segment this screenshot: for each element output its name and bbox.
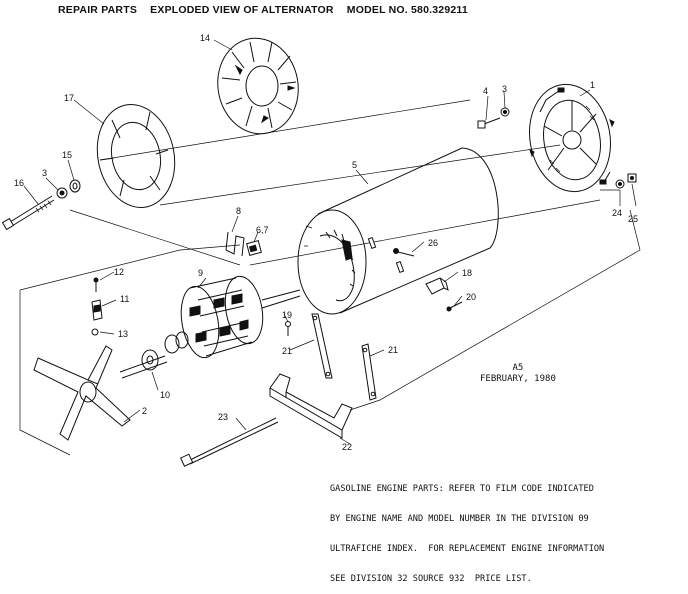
label-part-11: 11 — [120, 294, 129, 304]
part-18-bracket — [425, 277, 449, 295]
label-part-19: 19 — [282, 310, 292, 320]
revision-stamp: A5 FEBRUARY, 1980 — [480, 363, 556, 385]
label-part-13: 13 — [118, 329, 128, 339]
part-9-rotor — [164, 275, 301, 359]
label-part-2: 2 — [142, 406, 147, 416]
part-5-housing — [297, 147, 499, 315]
part-23-through-bolt — [180, 417, 279, 467]
label-part-24: 24 — [612, 208, 622, 218]
part-1-end-bell — [529, 83, 615, 193]
part-3-washer-right — [500, 107, 510, 117]
label-part-14: 14 — [200, 33, 210, 43]
label-part-4: 4 — [483, 86, 488, 96]
footnote-line-4: SEE DIVISION 32 SOURCE 932 PRICE LIST. — [330, 574, 532, 584]
label-part-10: 10 — [160, 390, 170, 400]
label-part-25: 25 — [628, 214, 638, 224]
label-part-20: 20 — [466, 292, 476, 302]
part-24-washer — [615, 179, 625, 189]
label-part-23: 23 — [218, 412, 228, 422]
label-part-21-right: 21 — [388, 345, 398, 355]
footnote: GASOLINE ENGINE PARTS: REFER TO FILM COD… — [330, 464, 686, 594]
label-part-22: 22 — [342, 442, 352, 452]
footnote-line-3: ULTRAFICHE INDEX. FOR REPLACEMENT ENGINE… — [330, 544, 605, 554]
exploded-view-diagram: 14 17 15 3 16 5 8 6,7 9 12 11 13 10 2 19… — [1, 33, 641, 467]
part-21-strap-left — [311, 313, 333, 379]
label-part-8: 8 — [236, 206, 241, 216]
part-25-nut — [627, 173, 637, 183]
part-labels: 14 17 15 3 16 5 8 6,7 9 12 11 13 10 2 19… — [14, 33, 638, 452]
label-part-12: 12 — [114, 267, 124, 277]
part-16-long-bolt — [1, 195, 55, 231]
part-12-screw — [93, 277, 99, 292]
header-title: EXPLODED VIEW OF ALTERNATOR — [150, 4, 334, 16]
part-15-washer — [69, 179, 81, 193]
label-part-21-left: 21 — [282, 346, 292, 356]
part-8-brush-clip — [225, 231, 245, 257]
part-3-washer-left — [56, 187, 68, 199]
label-part-3-left: 3 — [42, 168, 47, 178]
part-11-terminal — [91, 299, 103, 321]
part-22-base-bracket — [269, 373, 353, 439]
header: REPAIR PARTS EXPLODED VIEW OF ALTERNATOR… — [58, 4, 478, 16]
label-part-17: 17 — [64, 93, 74, 103]
part-17-shroud-ring — [96, 104, 176, 208]
label-part-18: 18 — [462, 268, 472, 278]
label-part-26: 26 — [428, 238, 438, 248]
part-26-screw — [393, 248, 415, 257]
label-part-6-7: 6,7 — [256, 225, 269, 235]
revision-date: FEBRUARY, 1980 — [480, 374, 556, 384]
label-part-16: 16 — [14, 178, 24, 188]
part-4-screw — [477, 117, 501, 129]
label-part-5: 5 — [352, 160, 357, 170]
header-section: REPAIR PARTS — [58, 4, 138, 16]
label-part-15: 15 — [62, 150, 72, 160]
part-19-screw — [285, 321, 291, 336]
footnote-line-1: GASOLINE ENGINE PARTS: REFER TO FILM COD… — [330, 484, 594, 494]
label-part-9: 9 — [198, 268, 203, 278]
part-13-washer — [91, 328, 99, 336]
part-20-screw — [446, 301, 463, 312]
part-21-strap-right — [361, 343, 377, 401]
label-part-1: 1 — [590, 80, 595, 90]
label-part-3-right: 3 — [502, 84, 507, 94]
part-2-blower-blade — [33, 345, 131, 441]
header-model: MODEL NO. 580.329211 — [346, 4, 468, 16]
part-10-spacer — [119, 349, 168, 379]
leader-lines — [23, 39, 637, 445]
part-14-fan — [217, 37, 299, 135]
revision-code: A5 — [512, 363, 524, 373]
part-6-7-brush-holder — [246, 240, 262, 256]
